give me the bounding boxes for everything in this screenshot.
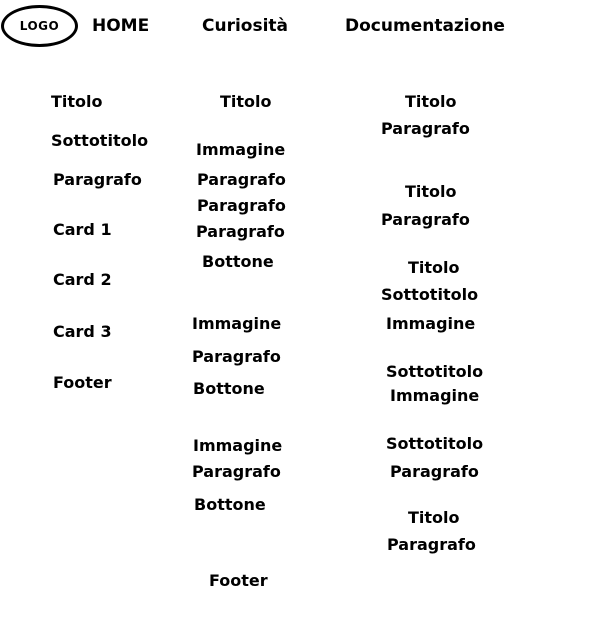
home-paragrafo: Paragrafo — [53, 170, 142, 189]
curiosita-immagine-1: Immagine — [196, 140, 286, 159]
logo[interactable]: LOGO — [1, 5, 78, 47]
doc-titolo-1: Titolo — [405, 92, 457, 111]
home-sottotitolo: Sottotitolo — [51, 131, 149, 150]
doc-sottotitolo-1: Sottotitolo — [381, 285, 479, 304]
doc-titolo-2: Titolo — [405, 182, 457, 201]
doc-sottotitolo-2: Sottotitolo — [386, 362, 484, 381]
curiosita-bottone-2: Bottone — [193, 379, 265, 398]
home-card-2: Card 2 — [53, 270, 112, 289]
doc-immagine-1: Immagine — [386, 314, 476, 333]
doc-paragrafo-1: Paragrafo — [381, 119, 470, 138]
curiosita-paragrafo-4: Paragrafo — [192, 347, 281, 366]
nav-home[interactable]: HOME — [92, 16, 150, 36]
home-card-3: Card 3 — [53, 322, 112, 341]
curiosita-titolo: Titolo — [220, 92, 272, 111]
nav-documentazione[interactable]: Documentazione — [345, 16, 505, 36]
doc-paragrafo-3: Paragrafo — [390, 462, 479, 481]
doc-titolo-3: Titolo — [408, 258, 460, 277]
curiosita-bottone-3: Bottone — [194, 495, 266, 514]
curiosita-paragrafo-5: Paragrafo — [192, 462, 281, 481]
curiosita-paragrafo-1: Paragrafo — [197, 170, 286, 189]
doc-immagine-2: Immagine — [390, 386, 480, 405]
doc-sottotitolo-3: Sottotitolo — [386, 434, 484, 453]
home-titolo: Titolo — [51, 92, 103, 111]
home-footer: Footer — [53, 373, 112, 392]
doc-titolo-4: Titolo — [408, 508, 460, 527]
logo-label: LOGO — [19, 19, 60, 33]
nav-curiosita[interactable]: Curiosità — [202, 16, 289, 36]
curiosita-paragrafo-2: Paragrafo — [197, 196, 286, 215]
curiosita-immagine-2: Immagine — [192, 314, 282, 333]
home-card-1: Card 1 — [53, 220, 112, 239]
doc-paragrafo-2: Paragrafo — [381, 210, 470, 229]
curiosita-paragrafo-3: Paragrafo — [196, 222, 285, 241]
curiosita-bottone-1: Bottone — [202, 252, 274, 271]
curiosita-immagine-3: Immagine — [193, 436, 283, 455]
curiosita-footer: Footer — [209, 571, 268, 590]
doc-paragrafo-4: Paragrafo — [387, 535, 476, 554]
